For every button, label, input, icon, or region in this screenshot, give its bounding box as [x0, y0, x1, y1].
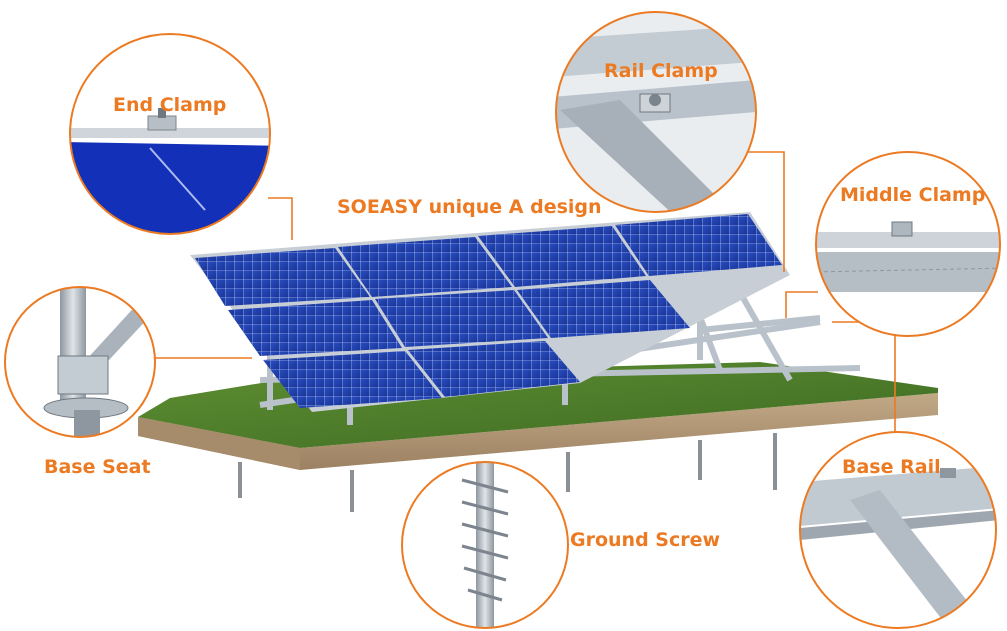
- ground-screw-circle: [401, 461, 569, 629]
- solar-panel: [263, 351, 442, 408]
- solar-array: [190, 212, 790, 412]
- leader-middle-clamp: [785, 291, 818, 318]
- middle-clamp-callout: [815, 151, 1001, 337]
- ground-screw-label: Ground Screw: [570, 529, 721, 551]
- base-rail-callout: [799, 431, 997, 629]
- soil-left: [138, 417, 300, 470]
- solar-panel: [375, 290, 548, 347]
- ground-screw-callout: [401, 461, 569, 629]
- base-seat-label: Base Seat: [44, 456, 151, 478]
- solar-panel: [517, 280, 690, 338]
- solar-panel: [228, 300, 402, 356]
- middle-clamp-circle: [815, 151, 1001, 337]
- base-rail-label: Base Rail: [842, 456, 941, 478]
- solar-panel: [408, 341, 580, 397]
- rail-clamp-callout: [555, 11, 757, 213]
- solar-panel: [615, 214, 782, 276]
- base-seat-circle: [4, 286, 156, 438]
- end-clamp-label: End Clamp: [113, 94, 227, 116]
- middle-clamp-label: Middle Clamp: [840, 184, 986, 206]
- solar-panel: [478, 226, 646, 287]
- solar-panel: [195, 248, 370, 306]
- ground-screws: [238, 433, 777, 512]
- end-clamp-circle: [69, 33, 271, 235]
- rail-clamp-circle: [555, 11, 757, 213]
- end-clamp-callout: [69, 33, 271, 235]
- solar-panel: [338, 237, 512, 297]
- base-rail-circle: [799, 431, 997, 629]
- diagram-title: SOEASY unique A design: [337, 196, 602, 218]
- rail-clamp-label: Rail Clamp: [604, 60, 718, 82]
- leader-rail-clamp: [744, 151, 785, 272]
- leader-end-clamp: [268, 197, 293, 240]
- soil-front: [138, 393, 938, 470]
